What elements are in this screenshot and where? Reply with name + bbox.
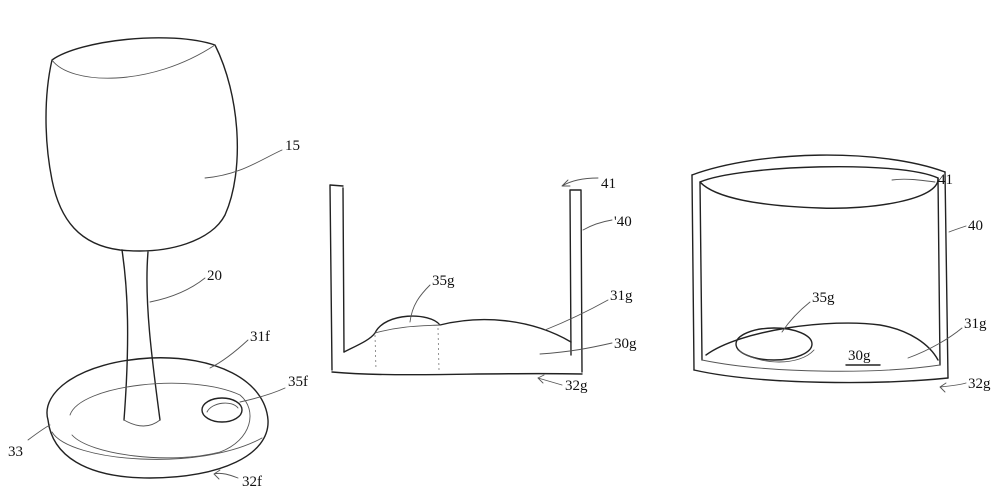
tumbler-base-surface — [705, 322, 939, 361]
tumbler-left-wall — [691, 174, 703, 371]
leader-31f — [209, 339, 249, 369]
coaster-edge — [51, 431, 263, 460]
reference-labels: 15 20 31f 35f 33 32f 41 '40 35g 31g 30g … — [8, 138, 991, 490]
label-33: 33 — [8, 444, 23, 460]
coaster-inner-ring — [69, 382, 251, 459]
tumbler-bottom-inner — [701, 359, 941, 372]
leader-41a — [561, 177, 599, 187]
coaster-base — [46, 357, 269, 479]
label-31f: 31f — [250, 329, 270, 345]
leader-41b — [891, 178, 936, 183]
leader-33 — [27, 424, 51, 441]
bump-35g-shadow — [737, 349, 815, 363]
leader-31ga — [544, 299, 609, 331]
leader-30ga — [539, 342, 613, 355]
wine-glass — [45, 37, 269, 479]
label-15: 15 — [285, 138, 300, 154]
label-40a: '40 — [614, 214, 632, 230]
label-41b: 41 — [938, 172, 953, 188]
bump-35f-highlight — [206, 402, 239, 413]
section-wall-left — [329, 184, 345, 371]
label-30g-section: 30g — [614, 336, 637, 352]
label-20: 20 — [207, 268, 222, 284]
leader-lines — [27, 149, 967, 480]
label-40b: 40 — [968, 218, 983, 234]
bump-35g — [735, 327, 813, 361]
leader-35gb — [781, 301, 811, 333]
section-dome-line — [374, 324, 441, 334]
label-30g-perspective: 30g — [848, 348, 871, 364]
leader-40b — [948, 225, 967, 233]
section-hidden-2 — [437, 327, 440, 371]
label-31g-perspective: 31g — [964, 316, 987, 332]
label-35g-perspective: 35g — [812, 290, 835, 306]
tumbler-opening — [699, 165, 939, 209]
label-32g-section: 32g — [565, 378, 588, 394]
section-bottom — [331, 371, 583, 376]
tumbler-section — [329, 184, 583, 376]
section-wall-right — [569, 189, 583, 373]
leader-32gb — [939, 382, 967, 393]
label-31g-section: 31g — [610, 288, 633, 304]
stem-base-flare — [123, 419, 161, 427]
tumbler-right-wall — [937, 171, 949, 379]
label-32g-perspective: 32g — [968, 376, 991, 392]
section-base-surface — [343, 315, 572, 353]
section-hidden-1 — [374, 334, 377, 371]
label-35g-section: 35g — [432, 273, 455, 289]
leader-32ga — [537, 374, 563, 386]
leader-35ga — [409, 284, 431, 323]
leader-20 — [149, 277, 206, 303]
leader-15 — [204, 149, 283, 179]
label-32f: 32f — [242, 474, 262, 490]
glass-rim-back — [51, 44, 216, 79]
leader-35f — [239, 387, 286, 403]
label-35f: 35f — [288, 374, 308, 390]
tumbler-perspective — [691, 154, 949, 384]
tumbler-top-rim — [691, 154, 946, 176]
tumbler-bottom — [693, 369, 949, 384]
label-41a: 41 — [601, 176, 616, 192]
glass-stem-right — [146, 251, 161, 421]
leader-40a — [582, 219, 613, 231]
bump-35f — [201, 397, 243, 423]
glass-stem-left — [121, 249, 129, 421]
leader-31gb — [907, 327, 963, 359]
glass-bowl — [45, 37, 239, 252]
leader-32f — [213, 469, 239, 480]
